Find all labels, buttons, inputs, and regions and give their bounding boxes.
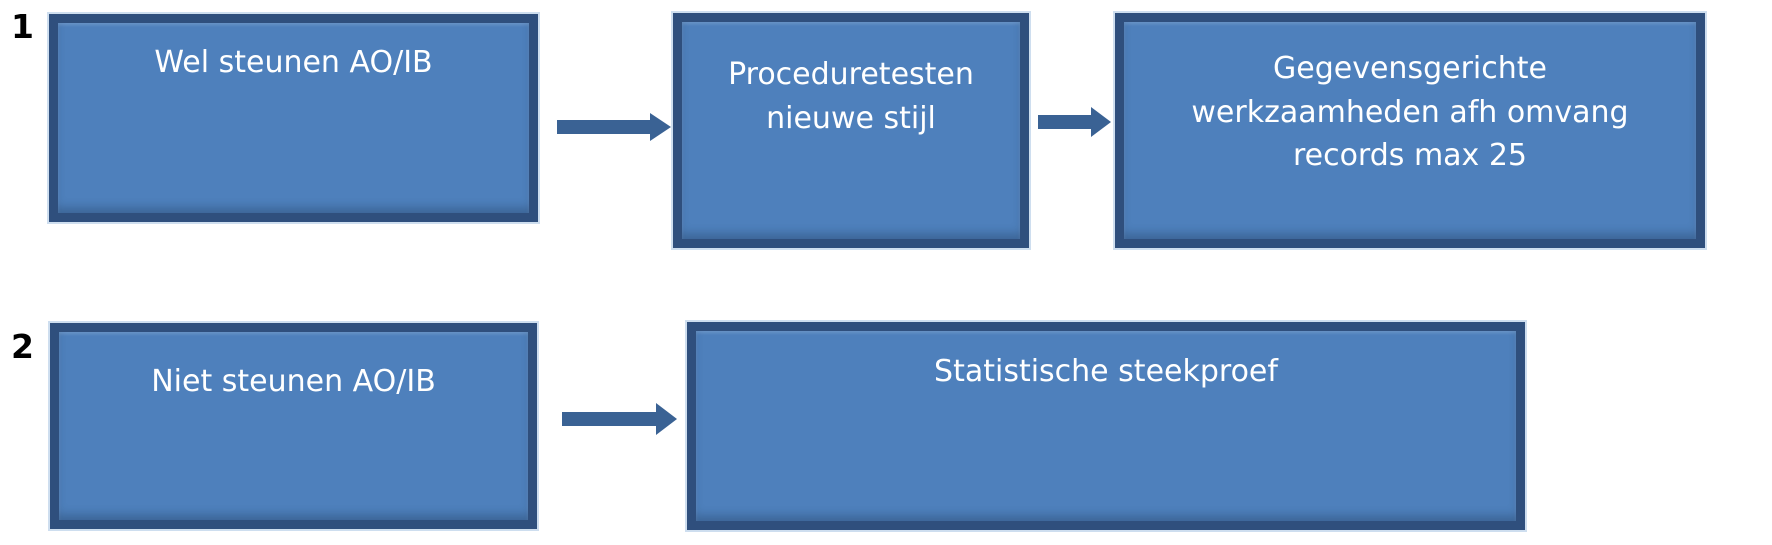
arrow-right-icon — [557, 113, 671, 141]
flow-box-text-line: Gegevensgerichte — [1273, 51, 1547, 86]
flow-box-text-line: werkzaamheden afh omvang — [1191, 94, 1629, 130]
flow-box-niet-steunen-ao-ib: Niet steunen AO/IB — [50, 323, 537, 529]
flow-box-text-line: nieuwe stijl — [766, 100, 936, 136]
flow-box-text-line: Wel steunen AO/IB — [154, 45, 433, 80]
flow-box-gegevensgerichte-werkzaamheden: Gegevensgerichte werkzaamheden afh omvan… — [1115, 13, 1705, 248]
flow-box-wel-steunen-ao-ib: Wel steunen AO/IB — [49, 14, 538, 222]
row-2-number-label: 2 — [11, 327, 34, 366]
arrow-right-icon — [562, 403, 677, 435]
arrow-right-icon — [1038, 107, 1111, 137]
row-1-number-label: 1 — [11, 7, 34, 46]
flow-box-text-line: records max 25 — [1292, 138, 1528, 173]
flow-box-text-line: Proceduretesten — [728, 57, 974, 92]
flow-box-text-line: Statistische steekproef — [934, 354, 1278, 389]
flow-box-statistische-steekproef: Statistische steekproef — [687, 322, 1525, 530]
flow-box-proceduretesten-nieuwe-stijl: Proceduretesten nieuwe stijl — [673, 13, 1029, 248]
flow-box-text-line: Niet steunen AO/IB — [151, 364, 436, 399]
